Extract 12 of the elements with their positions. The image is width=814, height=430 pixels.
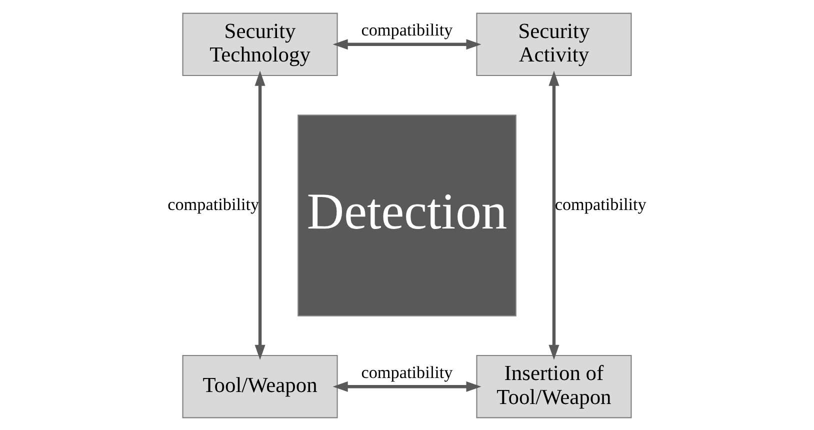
node-box: Insertion of Tool/Weapon xyxy=(476,354,632,418)
arrow xyxy=(254,70,266,360)
arrow xyxy=(332,38,482,50)
node-box: Security Technology xyxy=(182,12,338,76)
edge-label: compatibility xyxy=(554,194,646,214)
node-box: Tool/Weapon xyxy=(182,354,338,418)
arrow xyxy=(332,380,482,392)
node-box: Detection xyxy=(298,114,516,316)
arrow xyxy=(548,70,560,360)
node-box: Security Activity xyxy=(476,12,632,76)
edge-label: compatibility xyxy=(361,362,453,382)
edge-label: compatibility xyxy=(361,20,453,40)
